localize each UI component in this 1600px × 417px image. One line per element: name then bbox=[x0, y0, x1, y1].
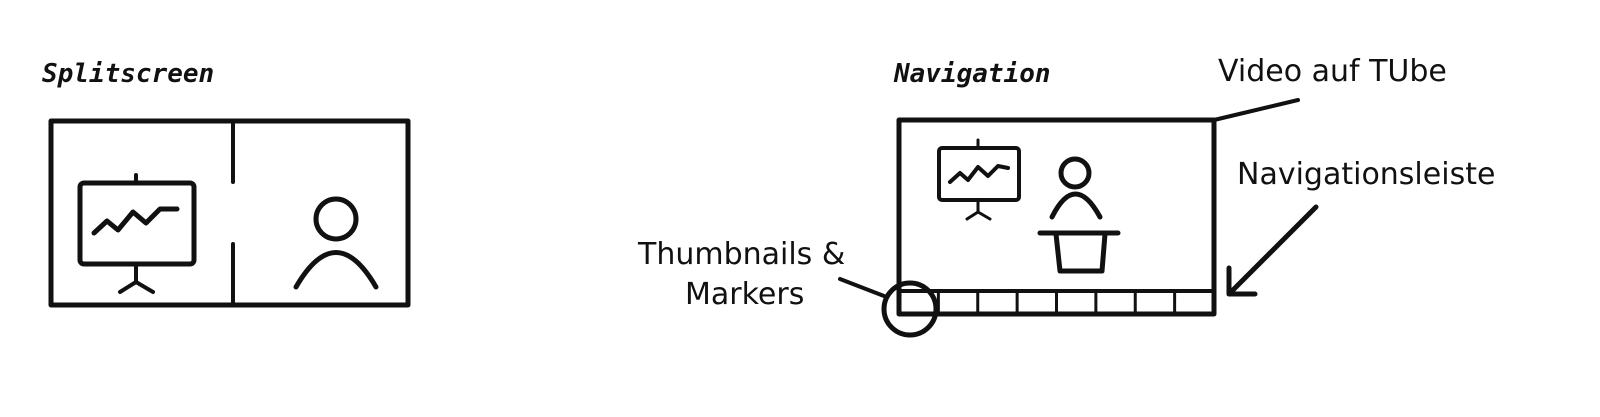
navigation-panel: Navigation Video bbox=[637, 54, 1495, 338]
person-icon bbox=[293, 196, 379, 290]
navbar-label: Navigationsleiste bbox=[1237, 157, 1495, 192]
presentation-board-icon bbox=[937, 138, 1021, 221]
video-callout-line bbox=[1212, 98, 1300, 122]
presenter-at-podium-icon bbox=[1037, 156, 1121, 274]
video-label: Video auf TUbe bbox=[1218, 54, 1447, 89]
thumbnail-segments bbox=[936, 289, 1177, 316]
thumbnails-label: Thumbnails & bbox=[637, 237, 845, 272]
thumbnails-callout-line bbox=[838, 277, 886, 298]
thumbnail-highlight-circle bbox=[881, 280, 939, 338]
markers-label: Markers bbox=[685, 277, 804, 312]
splitscreen-heading: Splitscreen bbox=[42, 59, 214, 89]
navigation-heading: Navigation bbox=[893, 59, 1051, 89]
splitscreen-panel: Splitscreen bbox=[42, 59, 411, 308]
splitscreen-frame bbox=[48, 118, 411, 308]
presentation-board-icon bbox=[77, 173, 197, 294]
navigation-bar bbox=[897, 289, 1216, 316]
navbar-callout-arrow bbox=[1226, 204, 1319, 297]
